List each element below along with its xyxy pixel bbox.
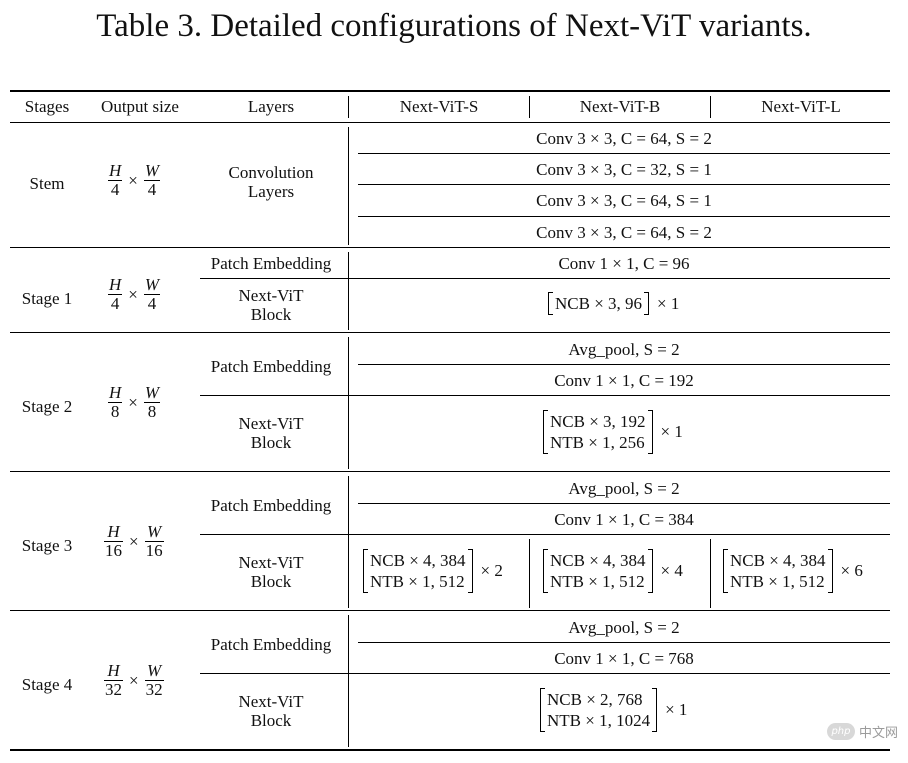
stage4-patch-label: Patch Embedding (210, 635, 332, 654)
top-rule (10, 90, 890, 92)
stage2-patch-1: Avg_pool, S = 2 (568, 340, 680, 359)
stage3-vrule-b (529, 539, 530, 608)
stage2-patch-label: Patch Embedding (210, 357, 332, 376)
stem-conv-2: Conv 3 × 3, C = 32, S = 1 (536, 160, 712, 179)
header-vrule-2 (529, 96, 530, 118)
bottom-rule (10, 749, 890, 751)
stage4-vrule (348, 615, 349, 747)
header-output-size: Output size (101, 97, 179, 116)
stem-subrule-2 (358, 184, 890, 185)
stage3-patch-1: Avg_pool, S = 2 (568, 479, 680, 498)
header-layers: Layers (247, 97, 295, 116)
stage2-mid-rule (200, 395, 890, 396)
stage2-block-label: Next-ViT Block (238, 414, 304, 452)
stem-rule (10, 247, 890, 248)
stage-label-stage2: Stage 2 (21, 397, 73, 416)
stage3-vrule (348, 476, 349, 608)
stem-subrule-3 (358, 216, 890, 217)
stage3-patch-label: Patch Embedding (210, 496, 332, 515)
stage1-rule (10, 332, 890, 333)
stage3-patch-2: Conv 1 × 1, C = 384 (554, 510, 694, 529)
stage1-patch: Conv 1 × 1, C = 96 (558, 254, 690, 273)
stem-conv-3: Conv 3 × 3, C = 64, S = 1 (536, 191, 712, 210)
stage3-mid-rule (200, 534, 890, 535)
stem-conv-4: Conv 3 × 3, C = 64, S = 2 (536, 223, 712, 242)
stage4-mid-rule (200, 673, 890, 674)
stage-label-stage1: Stage 1 (21, 289, 73, 308)
table-caption: Table 3. Detailed configurations of Next… (96, 8, 812, 44)
stage4-patch-1: Avg_pool, S = 2 (568, 618, 680, 637)
watermark: php 中文网 (826, 722, 898, 741)
stage-label-stage3: Stage 3 (21, 536, 73, 555)
stem-vrule (348, 127, 349, 245)
stage1-block: NCB × 3, 96 × 1 (548, 292, 679, 315)
stage-label-stem: Stem (29, 174, 65, 193)
stem-conv-1: Conv 3 × 3, C = 64, S = 2 (536, 129, 712, 148)
php-logo-icon: php (826, 723, 855, 740)
stage3-vrule-l (710, 539, 711, 608)
stage1-mid-rule (200, 278, 890, 279)
stage1-patch-label: Patch Embedding (210, 254, 332, 273)
header-rule (10, 122, 890, 123)
stage4-block-label: Next-ViT Block (238, 692, 304, 730)
stem-subrule-1 (358, 153, 890, 154)
stage-label-stage4: Stage 4 (21, 675, 73, 694)
stage4-patch-2: Conv 1 × 1, C = 768 (554, 649, 694, 668)
stage3-rule (10, 610, 890, 611)
header-next-vit-l: Next-ViT-L (761, 97, 841, 116)
stage4-subrule (358, 642, 890, 643)
header-stages: Stages (24, 97, 70, 116)
stage2-patch-2: Conv 1 × 1, C = 192 (554, 371, 694, 390)
stage2-subrule (358, 364, 890, 365)
stage1-vrule (348, 252, 349, 330)
stage1-block-label: Next-ViT Block (238, 286, 304, 324)
header-vrule-1 (348, 96, 349, 118)
stage2-rule (10, 471, 890, 472)
header-next-vit-s: Next-ViT-S (399, 97, 479, 116)
header-next-vit-b: Next-ViT-B (579, 97, 661, 116)
stage3-block-label: Next-ViT Block (238, 553, 304, 591)
stage2-vrule (348, 337, 349, 469)
header-vrule-3 (710, 96, 711, 118)
stage3-subrule (358, 503, 890, 504)
watermark-text: 中文网 (858, 726, 898, 741)
stem-layers: Convolution Layers (228, 163, 314, 201)
